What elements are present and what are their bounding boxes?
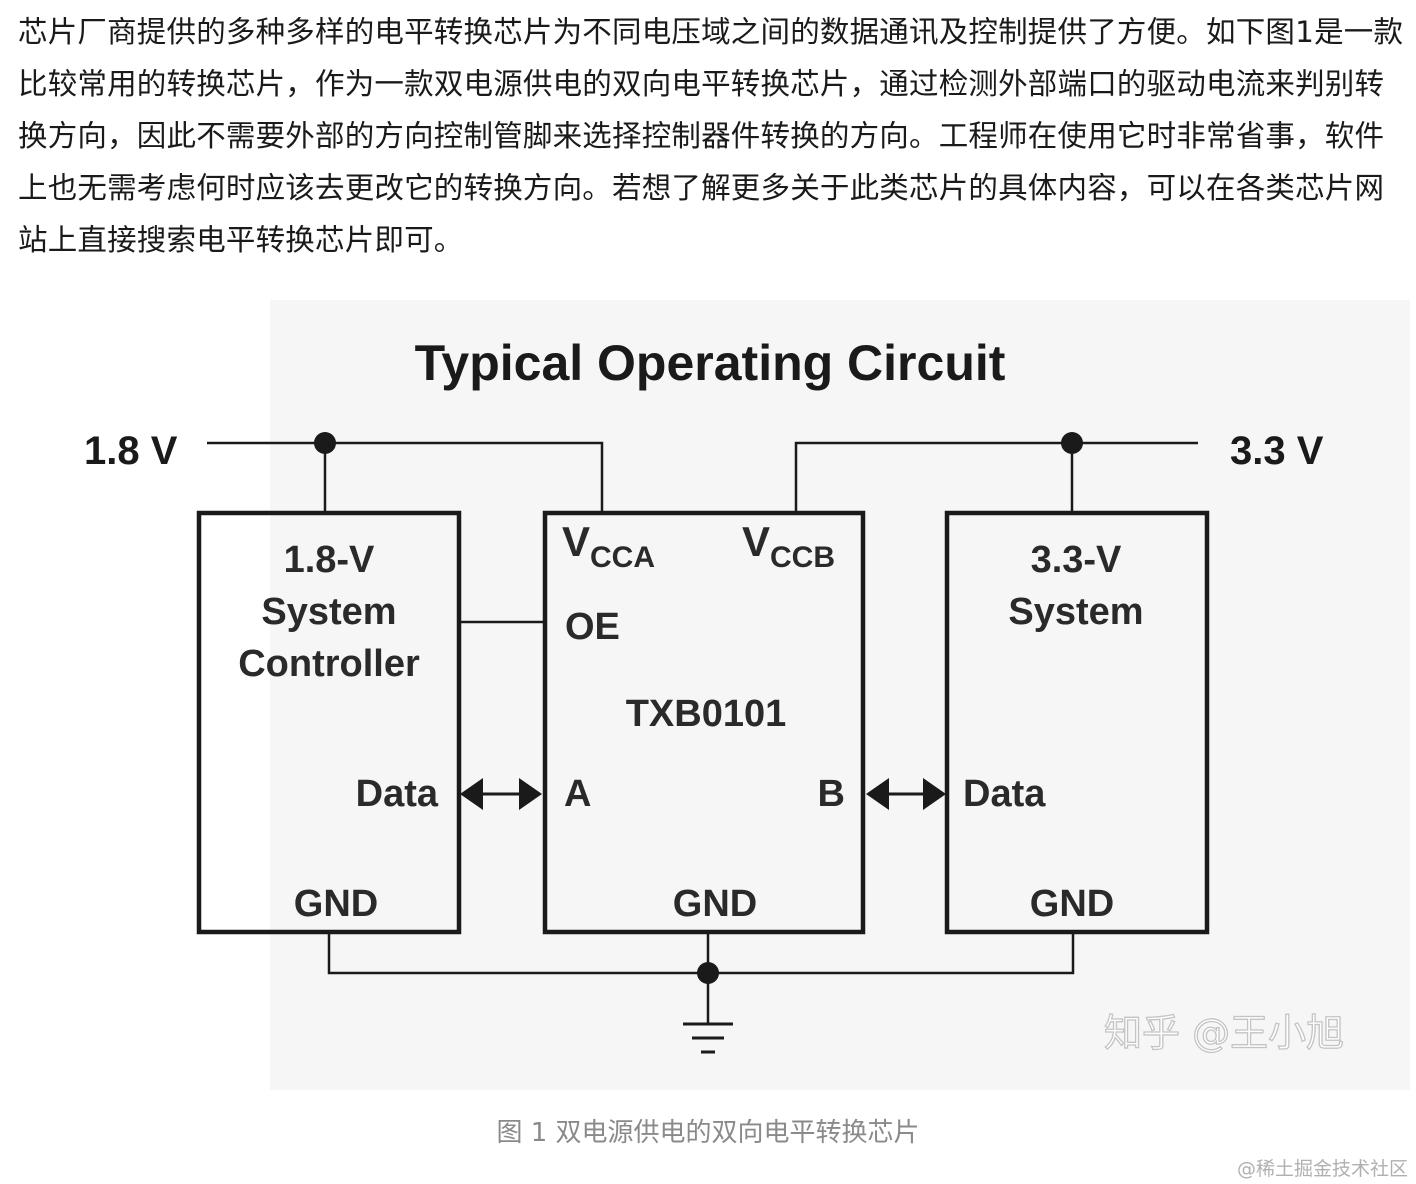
chip-oe-label: OE	[565, 606, 620, 648]
chip-a-label: A	[564, 773, 591, 815]
arrowhead-data-left	[460, 778, 483, 810]
diagram-title: Typical Operating Circuit	[415, 335, 1006, 391]
right-block-line1: 3.3-V	[1031, 539, 1122, 581]
figure-caption: 图 1 双电源供电的双向电平转换芯片	[496, 1118, 920, 1148]
left-block-gnd-label: GND	[294, 883, 378, 925]
junction-dot-ground	[697, 962, 719, 984]
left-block-line2: System	[261, 591, 396, 633]
arrowhead-data-right	[923, 778, 946, 810]
chip-vcca-label: VCCA	[562, 518, 655, 574]
junction-dot-right-rail	[1061, 432, 1083, 454]
junction-dot-left-rail	[314, 432, 336, 454]
left-block-data-label: Data	[356, 773, 439, 815]
chip-name-label: TXB0101	[626, 693, 787, 735]
chip-vcca-main: V	[562, 518, 590, 565]
arrowhead-a-right	[519, 778, 542, 810]
rail-left-label: 1.8 V	[84, 429, 178, 473]
zhihu-watermark: 知乎 @王小旭	[1104, 1011, 1344, 1055]
chip-gnd-label: GND	[673, 883, 757, 925]
rail-right-label: 3.3 V	[1230, 429, 1324, 473]
right-system-block	[944, 510, 1210, 935]
right-block-gnd-label: GND	[1030, 883, 1114, 925]
chip-b-label: B	[818, 773, 845, 815]
rail-right-wire	[794, 441, 1198, 513]
arrowhead-b-left	[866, 778, 889, 810]
site-watermark: @稀土掘金技术社区	[1236, 1158, 1408, 1180]
rail-left-wire	[207, 441, 604, 513]
right-block-data-label: Data	[963, 773, 1046, 815]
circuit-diagram: Typical Operating Circuit 1.8 V 3.3 V	[84, 335, 1345, 1056]
left-block-line1: 1.8-V	[284, 539, 375, 581]
right-block-line2: System	[1008, 591, 1143, 633]
chip-vccb-sub: CCB	[770, 541, 835, 574]
chip-vccb-main: V	[742, 518, 770, 565]
article-paragraph: 芯片厂商提供的多种多样的电平转换芯片为不同电压域之间的数据通讯及控制提供了方便。…	[18, 15, 1404, 257]
txb0101-chip-block	[542, 510, 866, 935]
chip-vccb-label: VCCB	[742, 518, 835, 574]
chip-vcca-sub: CCA	[590, 541, 655, 574]
left-block-line3: Controller	[238, 643, 420, 685]
